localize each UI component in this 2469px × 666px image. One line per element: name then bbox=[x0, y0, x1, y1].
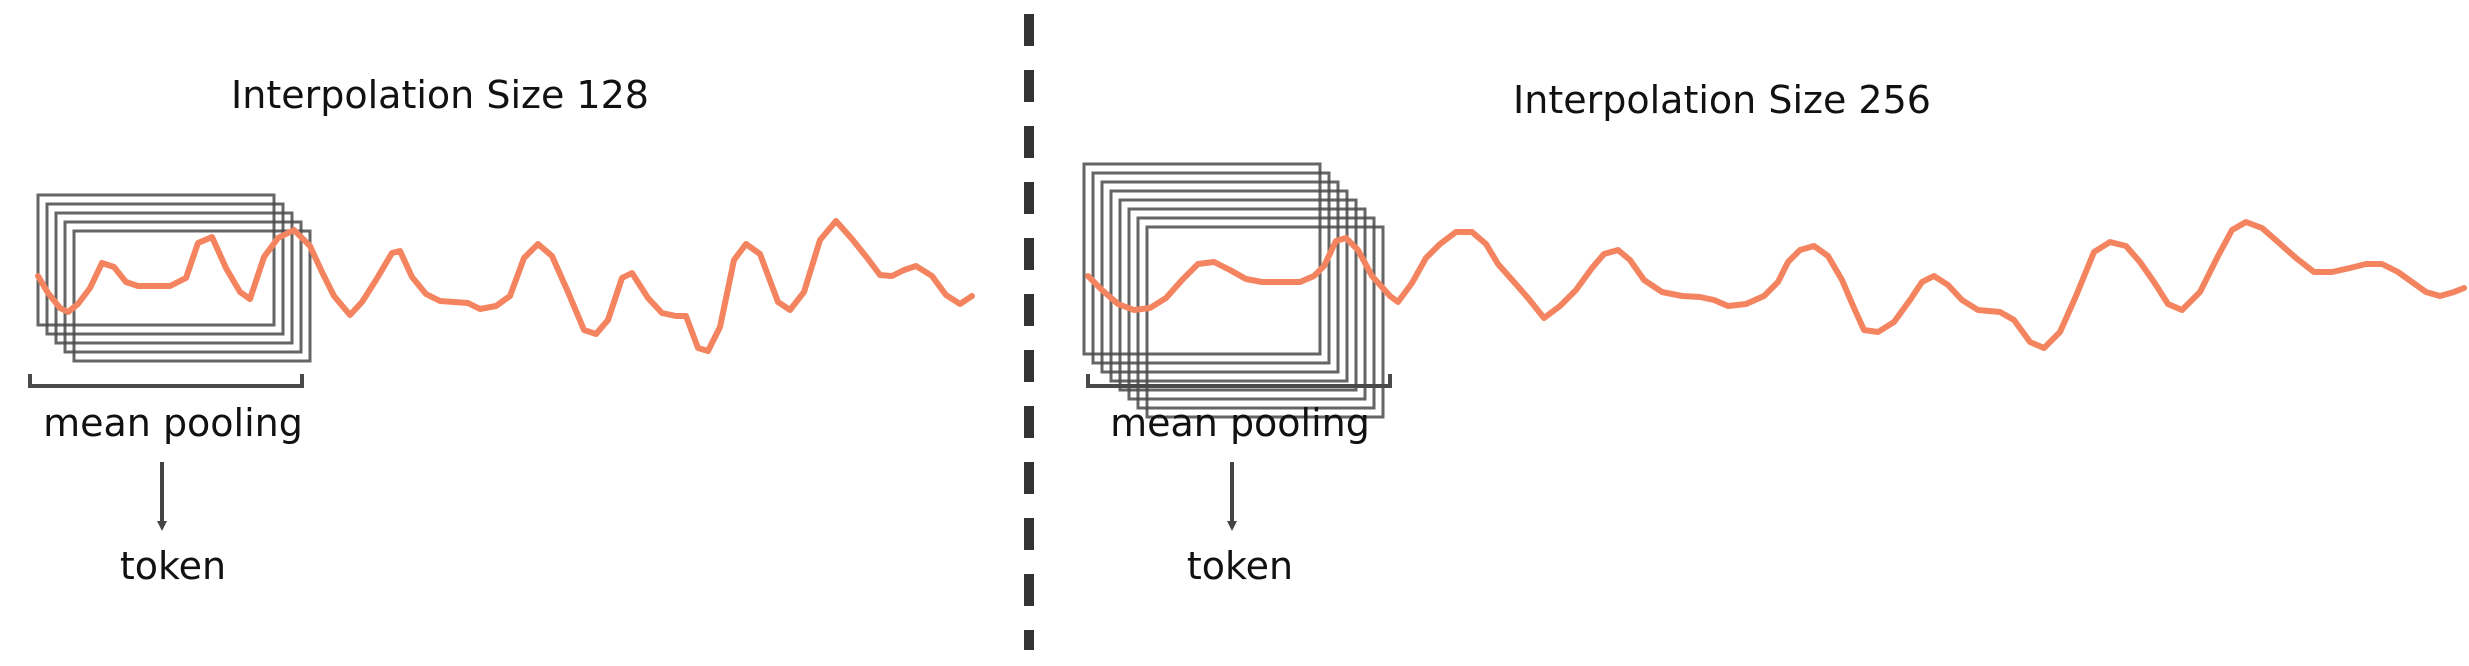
panel-right: Interpolation Size 256 mean pooling toke… bbox=[1082, 78, 2467, 588]
pooling-bracket-right bbox=[1086, 374, 1392, 388]
pooling-window-right-7 bbox=[1136, 216, 1376, 410]
panel-title-left: Interpolation Size 128 bbox=[231, 73, 649, 117]
pooling-window-left-4 bbox=[63, 220, 303, 354]
pooling-label-right: mean pooling bbox=[1110, 401, 1370, 445]
pooling-label-left: mean pooling bbox=[43, 401, 303, 445]
pooling-window-left-1 bbox=[36, 193, 276, 327]
sliding-windows-left bbox=[36, 193, 312, 363]
pooling-window-left-2 bbox=[45, 202, 285, 336]
pooling-window-right-5 bbox=[1118, 198, 1358, 392]
pooling-window-right-2 bbox=[1091, 171, 1331, 365]
pooling-window-right-1 bbox=[1082, 162, 1322, 356]
sliding-windows-right bbox=[1082, 162, 1385, 419]
pooling-window-right-6 bbox=[1127, 207, 1367, 401]
pooling-window-left-5 bbox=[72, 229, 312, 363]
panel-left: Interpolation Size 128 mean pooling toke… bbox=[28, 73, 975, 588]
pooling-window-right-4 bbox=[1109, 189, 1349, 383]
pooling-window-right-8 bbox=[1145, 225, 1385, 419]
panel-title-right: Interpolation Size 256 bbox=[1513, 78, 1931, 122]
token-label-right: token bbox=[1187, 544, 1293, 588]
signal-line-right bbox=[1085, 219, 2467, 351]
signal-line-left bbox=[35, 218, 975, 354]
pooling-bracket-left bbox=[28, 374, 304, 388]
token-label-left: token bbox=[120, 544, 226, 588]
pooling-window-right-3 bbox=[1100, 180, 1340, 374]
pooling-window-left-3 bbox=[54, 211, 294, 345]
